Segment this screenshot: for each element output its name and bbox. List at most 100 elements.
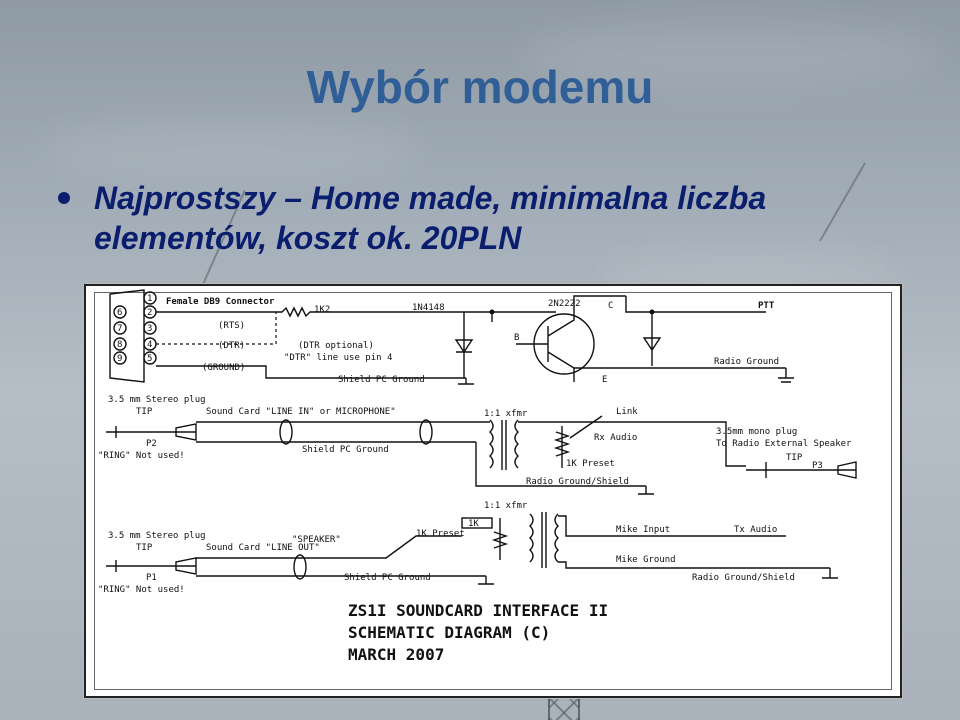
dtr-label: (DTR) bbox=[218, 341, 245, 351]
p2-label: P2 bbox=[146, 439, 157, 449]
rx-audio-label: Rx Audio bbox=[594, 433, 637, 443]
ground-symbol-icon bbox=[822, 568, 838, 579]
transformer-2-primary bbox=[529, 513, 534, 563]
diode-symbol bbox=[454, 339, 474, 354]
preset-2-resistor bbox=[491, 531, 509, 549]
mono-plug-shape bbox=[746, 461, 857, 479]
transistor-leads bbox=[516, 295, 626, 382]
transformer-2-secondary bbox=[554, 513, 559, 563]
bullet-text: Najprostszy – Home made, minimalna liczb… bbox=[94, 180, 767, 256]
db9-pin-label: 1 bbox=[147, 294, 152, 304]
radio-ground-shield-2-label: Radio Ground/Shield bbox=[692, 573, 795, 583]
db9-pins bbox=[113, 291, 157, 365]
sound-card-line-in-label: Sound Card "LINE IN" or MICROPHONE" bbox=[206, 407, 396, 417]
stereo-plug-2-shape bbox=[106, 557, 197, 575]
db9-label: Female DB9 Connector bbox=[166, 297, 275, 307]
shield-pc-ground-2-label: Shield PC Ground bbox=[302, 445, 389, 455]
dtr-note-label: "DTR" line use pin 4 bbox=[284, 353, 392, 363]
xfmr-1-wires bbox=[475, 421, 646, 487]
dtr-wire-dashed bbox=[156, 312, 277, 345]
slide-title: Wybór modemu bbox=[306, 61, 654, 113]
link-label: Link bbox=[616, 407, 638, 417]
p3-label: P3 bbox=[812, 461, 823, 471]
db9-pin-circle bbox=[143, 291, 157, 305]
cable-shield-icon bbox=[293, 554, 307, 580]
transistor-label: 2N2222 bbox=[548, 299, 581, 309]
cloud-streak bbox=[40, 120, 420, 180]
ring-not-used-1-label: "RING" Not used! bbox=[98, 451, 185, 461]
ground-symbol-icon bbox=[458, 378, 474, 385]
ground-symbol-icon bbox=[778, 368, 794, 383]
emitter-label: E bbox=[602, 375, 607, 385]
schematic-border bbox=[94, 292, 892, 690]
to-radio-speaker-label: To Radio External Speaker bbox=[716, 439, 852, 449]
rx-audio-cable bbox=[196, 421, 476, 443]
mono-plug-label: 3.5mm mono plug bbox=[716, 427, 797, 437]
dtr-optional-label: (DTR optional) bbox=[298, 341, 374, 351]
stereo-plug-2-label: 3.5 mm Stereo plug bbox=[108, 531, 206, 541]
schematic-image: 1 2 3 4 5 6 7 8 9 Female DB9 Connector 1… bbox=[84, 284, 902, 698]
resistor-1k-label: 1K bbox=[468, 519, 479, 529]
radio-ground-shield-1-label: Radio Ground/Shield bbox=[526, 477, 629, 487]
preset-1-resistor bbox=[553, 431, 571, 457]
db9-pin-circle bbox=[113, 321, 127, 335]
rts-label: (RTS) bbox=[218, 321, 245, 331]
shield-pc-ground-label: Shield PC Ground bbox=[338, 375, 425, 385]
p1-label: P1 bbox=[146, 573, 157, 583]
db9-pin-circle bbox=[113, 337, 127, 351]
collector-label: C bbox=[608, 301, 613, 311]
transformer-2-core bbox=[541, 512, 547, 568]
db9-pin-label: 7 bbox=[117, 324, 122, 334]
caption-line-3: MARCH 2007 bbox=[348, 645, 444, 664]
tx-audio-label: Tx Audio bbox=[734, 525, 777, 535]
stereo-plug-1-shape bbox=[106, 423, 197, 441]
caption-line-1: ZS1I SOUNDCARD INTERFACE II bbox=[348, 601, 608, 620]
xfmr-1-label: 1:1 xfmr bbox=[484, 409, 528, 419]
preset-2-label: 1K Preset bbox=[416, 529, 465, 539]
bullet-item: Najprostszy – Home made, minimalna liczb… bbox=[58, 178, 918, 258]
ptt-wire bbox=[625, 296, 766, 313]
db9-pin-label: 5 bbox=[147, 354, 152, 364]
tx-audio-cable bbox=[196, 535, 486, 577]
ring-not-used-2-label: "RING" Not used! bbox=[98, 585, 185, 595]
sound-card-line-out-label: Sound Card "LINE OUT" bbox=[206, 543, 320, 553]
cloud-streak bbox=[520, 20, 940, 90]
mike-input-label: Mike Input bbox=[616, 525, 670, 535]
shield-pc-ground-3-label: Shield PC Ground bbox=[344, 573, 431, 583]
radio-ground-label: Radio Ground bbox=[714, 357, 779, 367]
cable-shield-icon bbox=[279, 419, 293, 445]
stereo-plug-1-label: 3.5 mm Stereo plug bbox=[108, 395, 206, 405]
speaker-label: "SPEAKER" bbox=[292, 535, 341, 545]
ground-symbol-icon bbox=[478, 576, 494, 585]
tip-3-label: TIP bbox=[786, 453, 803, 463]
transformer-1-secondary bbox=[514, 419, 519, 469]
tx-audio-wire bbox=[558, 515, 830, 569]
ground-label: (GROUND) bbox=[202, 363, 245, 373]
tip-2-label: TIP bbox=[136, 543, 153, 553]
ptt-label: PTT bbox=[758, 301, 775, 311]
resistor-1k2-label: 1K2 bbox=[314, 305, 330, 315]
caption-line-2: SCHEMATIC DIAGRAM (C) bbox=[348, 623, 550, 642]
rts-wire bbox=[156, 306, 556, 318]
rx-audio-wire bbox=[518, 421, 746, 467]
base-label: B bbox=[514, 333, 519, 343]
db9-pin-label: 6 bbox=[117, 308, 122, 318]
mike-ground-label: Mike Ground bbox=[616, 555, 676, 565]
link-arrow bbox=[569, 415, 603, 439]
transformer-1-primary bbox=[489, 419, 494, 469]
bullet-dot-icon bbox=[58, 192, 70, 204]
db9-pin-label: 2 bbox=[147, 308, 152, 318]
db9-pin-label: 8 bbox=[117, 340, 122, 350]
clamp-diode bbox=[642, 312, 662, 366]
transformer-1-core bbox=[501, 420, 507, 470]
db9-pin-label: 3 bbox=[147, 324, 152, 334]
ground-symbol-icon bbox=[638, 486, 654, 495]
db9-pin-circle bbox=[113, 305, 127, 319]
schematic-diagram: 1 2 3 4 5 6 7 8 9 Female DB9 Connector 1… bbox=[98, 289, 857, 664]
db9-connector-shape bbox=[109, 289, 145, 383]
db9-pin-circle bbox=[143, 351, 157, 365]
db9-pin-circle bbox=[113, 351, 127, 365]
tip-1-label: TIP bbox=[136, 407, 153, 417]
db9-pin-circle bbox=[143, 321, 157, 335]
db9-pin-label: 9 bbox=[117, 354, 122, 364]
